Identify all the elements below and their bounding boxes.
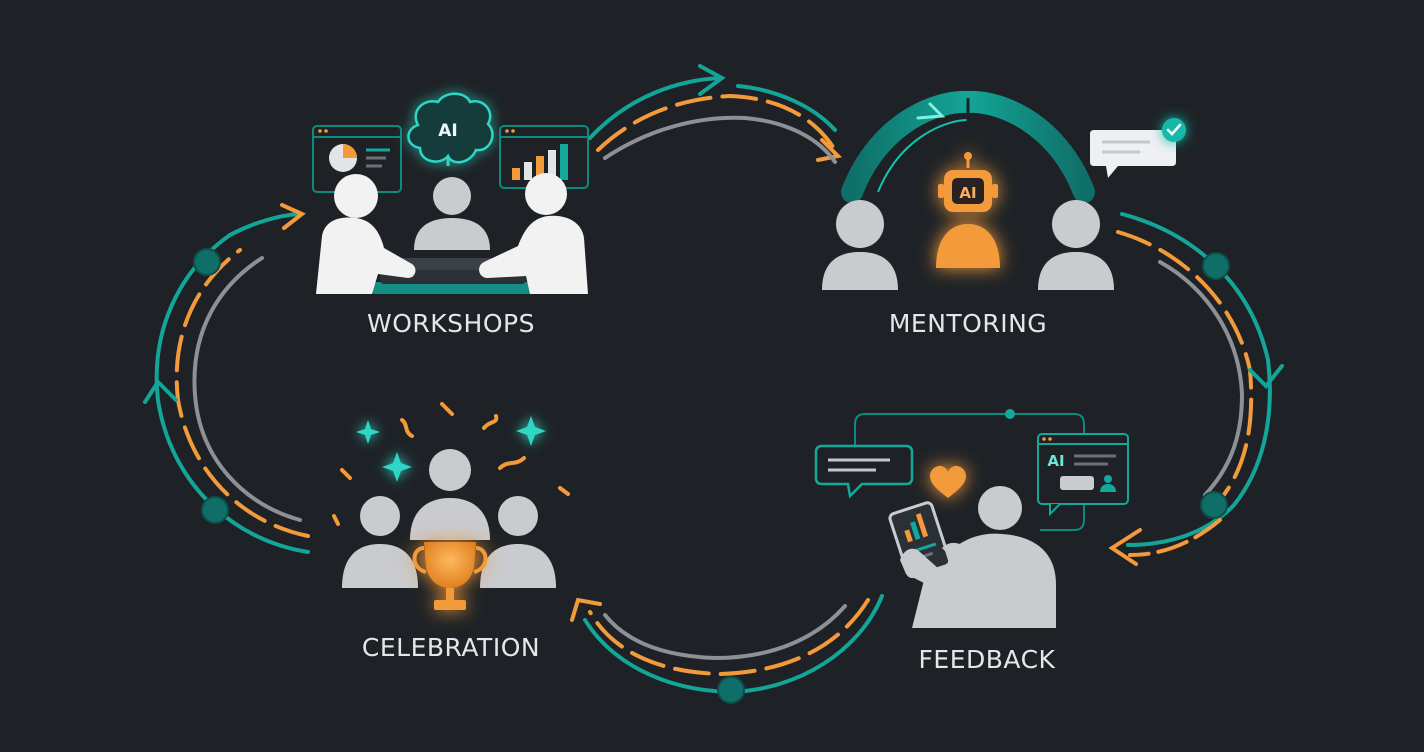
chat-check-icon <box>1090 118 1186 178</box>
person-with-tablet-icon <box>888 486 1056 628</box>
feedback-ai-badge: AI <box>1047 452 1064 470</box>
sparkle-icons <box>356 416 546 482</box>
node-dot-left-bottom <box>201 496 229 524</box>
celebration-illustration <box>332 402 570 610</box>
node-dot-right-bottom <box>1200 491 1228 519</box>
arrow-workshops-to-mentoring <box>588 64 843 164</box>
heart-icon <box>930 466 966 498</box>
chat-bubble-icon <box>814 444 914 499</box>
person-icon-left <box>316 174 416 294</box>
person-icon-mentee-right <box>1038 200 1114 290</box>
mentoring-illustration: AI <box>822 90 1186 290</box>
mentoring-ai-badge: AI <box>959 184 976 202</box>
person-icon-center <box>414 177 490 250</box>
node-dot-left-top <box>193 248 221 276</box>
arrow-mentoring-to-feedback <box>1108 212 1284 566</box>
workshops-label: WORKSHOPS <box>367 309 535 338</box>
ai-brain-icon: AI <box>407 92 494 166</box>
bar-chart-monitor-icon <box>499 125 589 189</box>
trophy-icon <box>412 542 488 610</box>
cycle-node-dots <box>193 248 1230 704</box>
person-icon-right <box>479 173 588 294</box>
feedback-label: FEEDBACK <box>918 645 1056 674</box>
mentoring-label: MENTORING <box>888 309 1048 338</box>
feedback-illustration: AI <box>814 409 1129 628</box>
workshops-illustration: AI <box>312 92 589 294</box>
ai-window-icon: AI <box>1037 433 1129 517</box>
person-icon-mentee-left <box>822 200 898 290</box>
arrow-celebration-to-workshops <box>143 203 310 554</box>
celebration-label: CELEBRATION <box>361 633 541 662</box>
node-dot-right-top <box>1202 252 1230 280</box>
ai-robot-icon: AI <box>936 152 1000 268</box>
group-people-icons <box>342 449 556 588</box>
workshops-ai-badge: AI <box>438 121 457 141</box>
node-dot-bottom <box>717 676 745 704</box>
confetti-icons <box>332 402 570 526</box>
